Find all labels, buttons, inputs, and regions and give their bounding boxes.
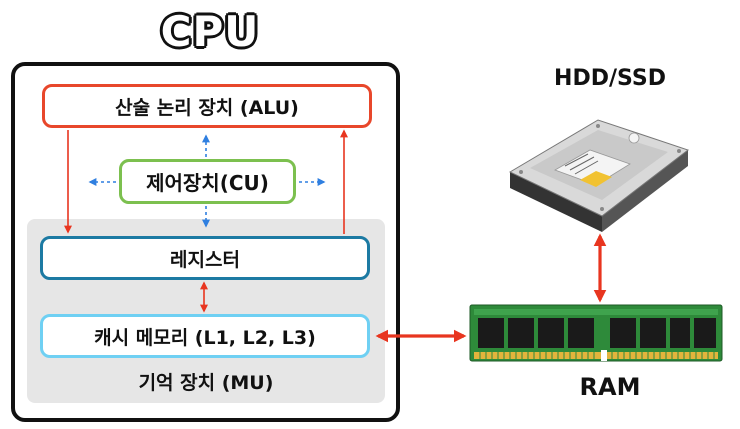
storage-label: HDD/SSD bbox=[554, 66, 666, 91]
cache-memory-label: 캐시 메모리 (L1, L2, L3) bbox=[94, 326, 316, 349]
control-unit-box[interactable]: 제어장치(CU) bbox=[119, 159, 296, 204]
ram-label: RAM bbox=[579, 373, 641, 401]
cache-memory-box[interactable]: 캐시 메모리 (L1, L2, L3) bbox=[40, 314, 370, 358]
register-box[interactable]: 레지스터 bbox=[40, 236, 370, 280]
cpu-title: CPU bbox=[159, 6, 260, 58]
ram-module-image bbox=[469, 304, 723, 362]
alu-box[interactable]: 산술 논리 장치 (ALU) bbox=[42, 84, 372, 128]
control-unit-label: 제어장치(CU) bbox=[146, 171, 269, 195]
hdd-ssd-image bbox=[508, 119, 690, 232]
alu-label: 산술 논리 장치 (ALU) bbox=[115, 96, 299, 119]
memory-unit-label: 기억 장치 (MU) bbox=[138, 372, 274, 394]
register-label: 레지스터 bbox=[170, 248, 240, 271]
